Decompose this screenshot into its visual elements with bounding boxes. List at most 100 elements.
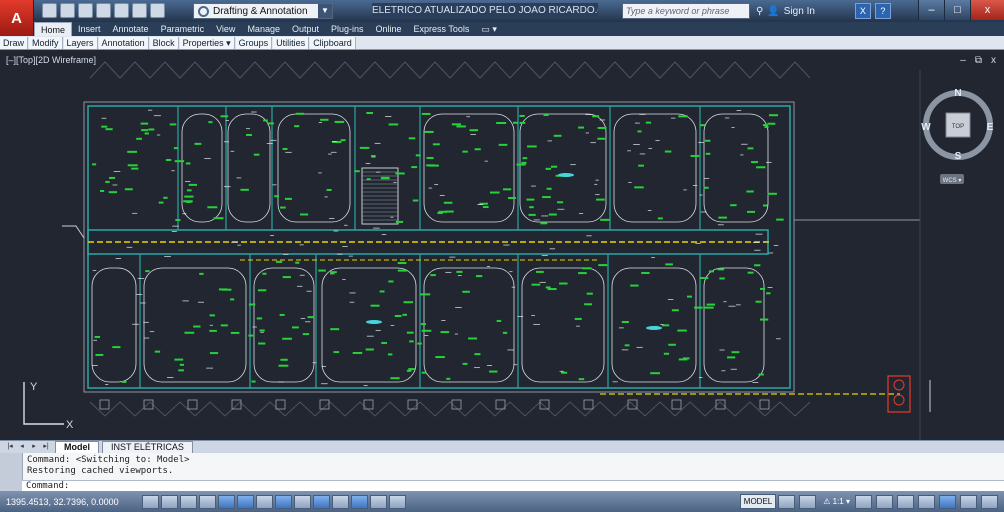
- light-fixture: [426, 157, 434, 160]
- annotation-scale[interactable]: ⚠ 1:1 ▾: [823, 497, 850, 506]
- model-space-button[interactable]: MODEL: [739, 494, 777, 509]
- transparency-toggle[interactable]: [351, 494, 368, 509]
- viewcube-south[interactable]: S: [955, 151, 962, 162]
- infer-constraints-toggle[interactable]: [142, 494, 159, 509]
- wcs-menu[interactable]: WCS ▾: [943, 178, 962, 184]
- selection-cycling-toggle[interactable]: [389, 494, 406, 509]
- command-window-handle[interactable]: [0, 453, 22, 491]
- auto-scale-icon[interactable]: [876, 494, 893, 509]
- viewcube-top-face[interactable]: TOP: [952, 124, 964, 130]
- light-fixture: [326, 188, 332, 191]
- first-layout-icon[interactable]: |◂: [7, 443, 13, 450]
- print-icon[interactable]: [114, 3, 129, 18]
- redo-icon[interactable]: [150, 3, 165, 18]
- maximize-button[interactable]: □: [944, 0, 970, 20]
- ribbon-panel-2[interactable]: Layers: [63, 36, 98, 49]
- polar-tracking-toggle[interactable]: [218, 494, 235, 509]
- ribbon-tab-7[interactable]: Plug-ins: [331, 24, 364, 34]
- ribbon-tab-2[interactable]: Annotate: [112, 24, 149, 34]
- viewport-label[interactable]: [–][Top][2D Wireframe]: [6, 55, 97, 65]
- light-fixture: [498, 143, 508, 146]
- new-icon[interactable]: [42, 3, 57, 18]
- clean-screen-icon[interactable]: [981, 494, 998, 509]
- lock-icon[interactable]: [918, 494, 935, 509]
- ribbon-panel-6[interactable]: Groups: [235, 36, 273, 49]
- building-outline: [83, 101, 795, 393]
- light-fixture: [665, 263, 673, 266]
- object-snap-tracking-toggle[interactable]: [275, 494, 292, 509]
- dynamic-ucs-toggle[interactable]: [294, 494, 311, 509]
- save-icon[interactable]: [78, 3, 93, 18]
- help-icon[interactable]: ?: [874, 3, 891, 19]
- viewcube-north[interactable]: N: [954, 88, 961, 99]
- light-fixture: [574, 317, 582, 320]
- grid-display-toggle[interactable]: [180, 494, 197, 509]
- quick-view-layouts-icon[interactable]: [778, 494, 796, 509]
- viewport-restore-icon[interactable]: ⧉: [974, 55, 982, 66]
- ribbon-tab-4[interactable]: View: [216, 24, 236, 34]
- 3d-object-snap-toggle[interactable]: [256, 494, 273, 509]
- object-snap-toggle[interactable]: [237, 494, 254, 509]
- light-fixture: [718, 216, 727, 219]
- ribbon-tab-6[interactable]: Output: [291, 24, 319, 34]
- exchange-icon[interactable]: X: [854, 3, 871, 19]
- annotation-visibility-icon[interactable]: [855, 494, 872, 509]
- tab-model[interactable]: Model: [55, 440, 99, 454]
- ribbon-tab-8[interactable]: Online: [375, 24, 402, 34]
- wall-outline: [87, 105, 791, 389]
- ribbon-panel-4[interactable]: Block: [149, 36, 179, 49]
- light-fixture: [502, 188, 512, 191]
- ribbon-panel-8[interactable]: Clipboard: [310, 36, 356, 49]
- workspace-switching-icon[interactable]: [897, 494, 914, 509]
- tab-inst-eletricas[interactable]: INST ELÉTRICAS: [102, 440, 193, 454]
- user-icon[interactable]: 👤: [767, 5, 780, 17]
- viewcube-east[interactable]: E: [987, 122, 994, 133]
- command-input[interactable]: Command:: [22, 480, 1004, 491]
- viewport-close-icon[interactable]: x: [991, 55, 996, 66]
- ortho-mode-toggle[interactable]: [199, 494, 216, 509]
- ribbon-panel-5[interactable]: Properties ▾: [179, 36, 235, 49]
- coordinate-readout[interactable]: 1395.4513, 32.7396, 0.0000: [6, 496, 119, 507]
- dynamic-input-toggle[interactable]: [313, 494, 330, 509]
- minimize-button[interactable]: –: [918, 0, 944, 20]
- lineweight-toggle[interactable]: [332, 494, 349, 509]
- search-input[interactable]: Type a keyword or phrase: [622, 3, 750, 19]
- next-layout-icon[interactable]: ▸: [32, 443, 36, 450]
- prev-layout-icon[interactable]: ◂: [20, 443, 24, 450]
- ribbon-panel-7[interactable]: Utilities: [273, 36, 310, 49]
- light-fixture: [764, 125, 769, 128]
- workspace-dropdown[interactable]: Drafting & Annotation ▼: [193, 3, 333, 19]
- ribbon-panel-3[interactable]: Annotation: [98, 36, 149, 49]
- last-layout-icon[interactable]: ▸|: [43, 443, 49, 450]
- save-as-icon[interactable]: [96, 3, 111, 18]
- light-fixture: [496, 122, 507, 125]
- column-marker: [363, 399, 374, 410]
- close-button[interactable]: x: [970, 0, 1004, 20]
- quick-properties-toggle[interactable]: [370, 494, 387, 509]
- ribbon-tab-home[interactable]: Home: [34, 21, 73, 37]
- ribbon-panel-1[interactable]: Modify: [29, 36, 63, 49]
- light-fixture: [766, 292, 771, 295]
- ribbon-tab-9[interactable]: Express Tools: [413, 24, 470, 34]
- application-menu-button[interactable]: A: [0, 0, 34, 36]
- panel-symbol: [893, 379, 905, 391]
- ribbon-panel-0[interactable]: Draw: [0, 36, 29, 49]
- open-icon[interactable]: [60, 3, 75, 18]
- ribbon-tab-3[interactable]: Parametric: [160, 24, 205, 34]
- light-fixture: [185, 162, 191, 165]
- ribbon-tab-5[interactable]: Manage: [247, 24, 280, 34]
- isolate-objects-icon[interactable]: [960, 494, 977, 509]
- ribbon-tab-10[interactable]: ▭ ▾: [481, 24, 497, 34]
- light-fixture: [94, 335, 101, 338]
- viewport-minimize-icon[interactable]: –: [960, 55, 966, 66]
- quick-view-drawings-icon[interactable]: [799, 494, 817, 509]
- hardware-acceleration-icon[interactable]: [939, 494, 956, 509]
- binoculars-icon[interactable]: ⚲: [756, 5, 764, 17]
- ribbon-tab-1[interactable]: Insert: [78, 24, 101, 34]
- snap-mode-toggle[interactable]: [161, 494, 178, 509]
- undo-icon[interactable]: [132, 3, 147, 18]
- sign-in-link[interactable]: Sign In: [783, 5, 815, 17]
- viewcube-west[interactable]: W: [921, 122, 931, 133]
